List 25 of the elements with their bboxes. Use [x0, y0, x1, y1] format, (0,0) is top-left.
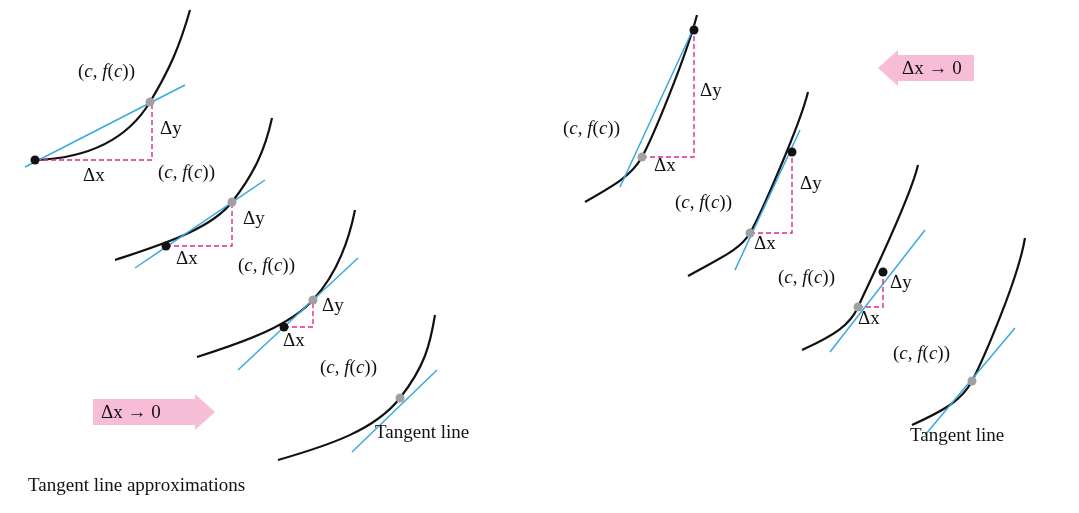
tangent-line-label: Tangent line [375, 421, 470, 443]
point-label: (c, f(c)) [778, 266, 835, 288]
delta-x-label: Δx [654, 154, 676, 176]
point-label: (c, f(c)) [78, 60, 135, 82]
delta-y-label: Δy [890, 271, 912, 293]
delta-x-label: Δx [754, 232, 776, 254]
point-label: (c, f(c)) [320, 356, 377, 378]
point-label: (c, f(c)) [238, 254, 295, 276]
delta-y-label: Δy [243, 207, 265, 229]
delta-y-label: Δy [800, 172, 822, 194]
delta-y-label: Δy [160, 117, 182, 139]
point-label: (c, f(c)) [563, 117, 620, 139]
limit-label: Δx → 0 [902, 57, 962, 79]
delta-x-label: Δx [83, 164, 105, 186]
delta-y-label: Δy [322, 294, 344, 316]
delta-x-label: Δx [858, 307, 880, 329]
limit-label: Δx → 0 [101, 401, 161, 423]
point-label: (c, f(c)) [158, 161, 215, 183]
point-label: (c, f(c)) [893, 342, 950, 364]
figure-caption: Tangent line approximations [28, 474, 246, 496]
delta-x-label: Δx [176, 247, 198, 269]
point-label: (c, f(c)) [675, 191, 732, 213]
delta-x-label: Δx [283, 329, 305, 351]
delta-y-label: Δy [700, 79, 722, 101]
tangent-line-label: Tangent line [910, 424, 1005, 446]
